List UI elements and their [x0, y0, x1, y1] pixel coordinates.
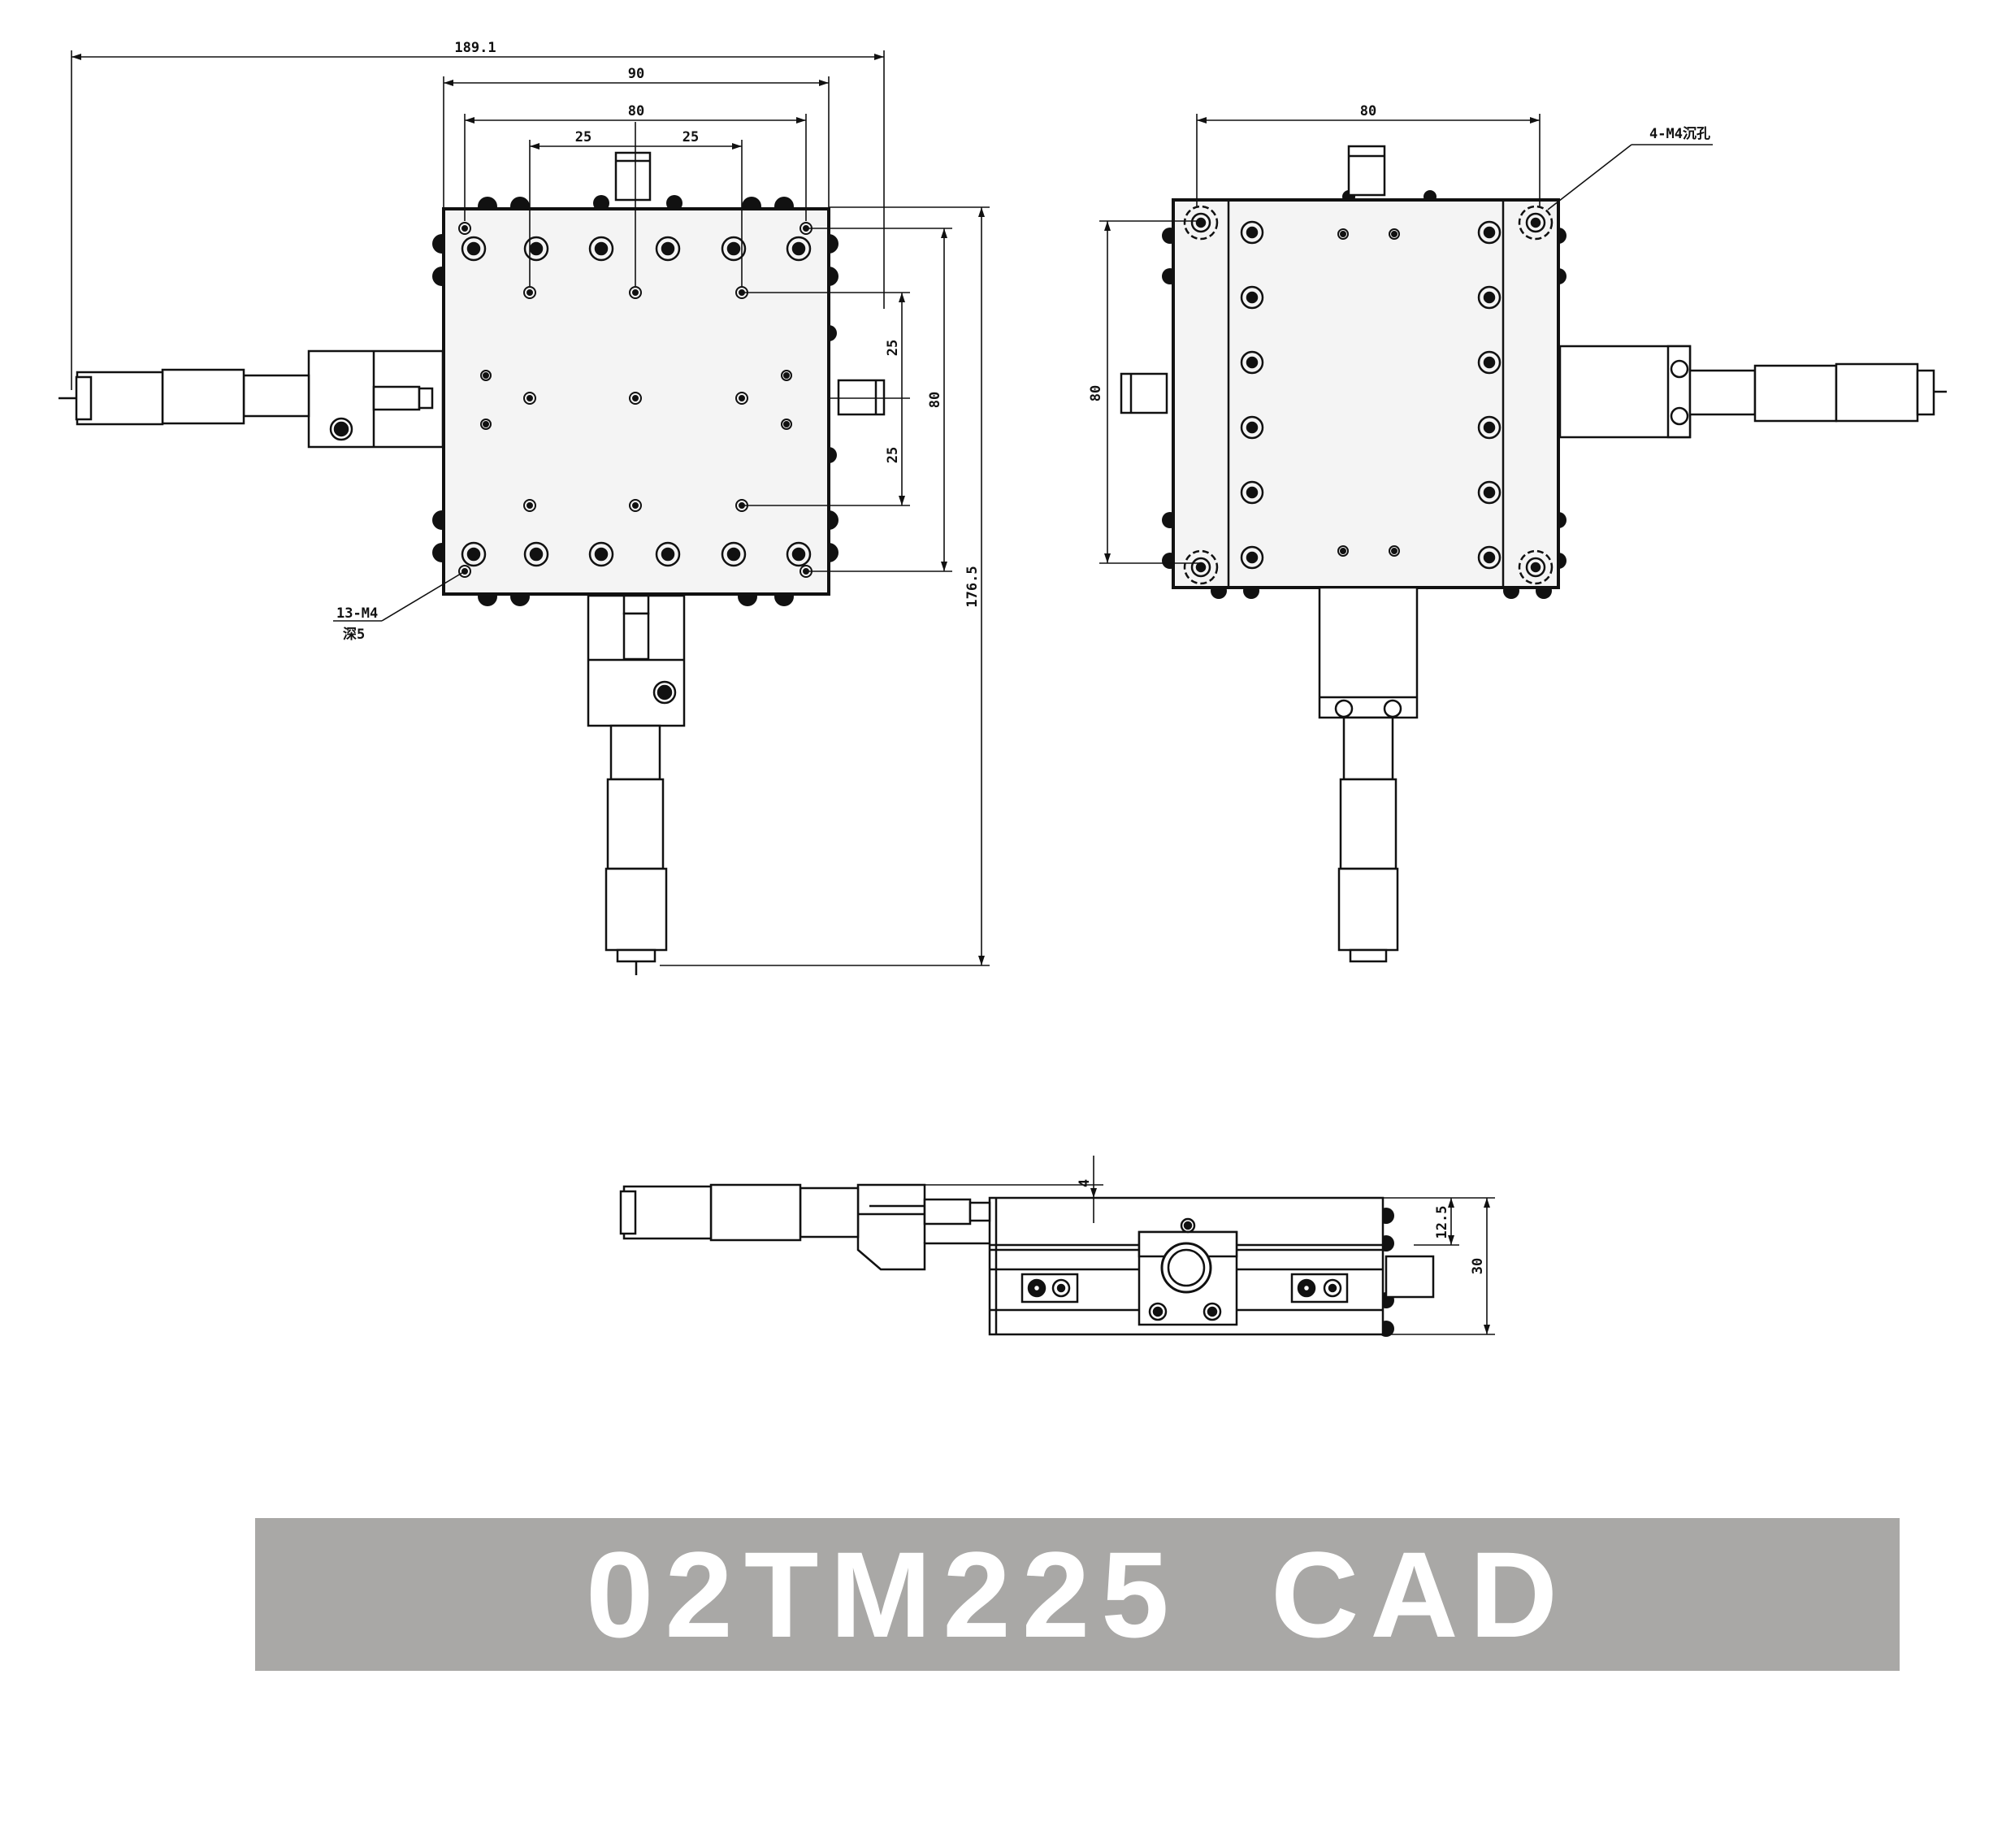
dim-right-top-span: 80 — [1360, 103, 1376, 119]
left-micrometer — [58, 349, 444, 449]
dim-overall-height: 176.5 — [964, 566, 981, 607]
right-plate — [1172, 198, 1560, 589]
dim-side-total-height: 30 — [1470, 1258, 1486, 1274]
dim-right-left-span: 80 — [1088, 385, 1104, 401]
counterbore-note: 4-M4沉孔 — [1649, 125, 1710, 142]
top-plate — [442, 207, 830, 596]
depth-note: 深5 — [343, 626, 365, 643]
title-text: 02TM225 CAD — [585, 1525, 1570, 1663]
dim-side-upper-height: 12.5 — [1434, 1206, 1450, 1239]
dim-side-span: 80 — [927, 392, 943, 408]
dim-side-gap: 4 — [1077, 1179, 1093, 1187]
dim-side-pitch-upper: 25 — [885, 340, 901, 356]
right-view-dimensions — [1099, 114, 1713, 564]
top-view-dimensions — [71, 50, 990, 966]
right-top-screw — [1347, 145, 1386, 197]
side-view — [619, 1156, 1495, 1337]
dim-overall-width: 189.1 — [454, 40, 496, 56]
side-view-dimensions — [925, 1156, 1495, 1335]
counterbore-holes — [461, 236, 812, 567]
right-screw — [837, 379, 886, 416]
right-micrometer — [1558, 345, 1947, 439]
side-view-arrows — [1090, 1188, 1490, 1334]
right-bottom-micrometer — [1318, 586, 1419, 963]
side-micrometer — [619, 1183, 991, 1271]
right-left-screw — [1120, 372, 1168, 414]
thread-note: 13-M4 — [336, 605, 378, 622]
corner-counterbores — [1183, 205, 1554, 585]
column-holes — [1240, 220, 1502, 570]
top-view — [58, 50, 990, 975]
bottom-micrometer — [587, 594, 686, 975]
title-banner: 02TM225 CAD — [255, 1518, 1900, 1671]
dim-hole-pitch-right: 25 — [682, 129, 699, 145]
top-screw — [614, 151, 652, 202]
right-view — [1099, 114, 1947, 963]
side-right-screw — [1384, 1255, 1435, 1299]
dim-hole-pitch-left: 25 — [575, 129, 592, 145]
dim-stage-width: 90 — [628, 66, 644, 82]
dim-hole-span: 80 — [628, 103, 644, 119]
top-view-arrows — [72, 54, 985, 965]
right-m4-holes — [1337, 228, 1400, 557]
right-view-arrows — [1104, 117, 1540, 563]
dim-side-pitch-lower: 25 — [885, 447, 901, 463]
dimension-labels: 189.1 90 80 25 25 25 25 80 176.5 13-M4 深… — [336, 40, 1710, 1274]
